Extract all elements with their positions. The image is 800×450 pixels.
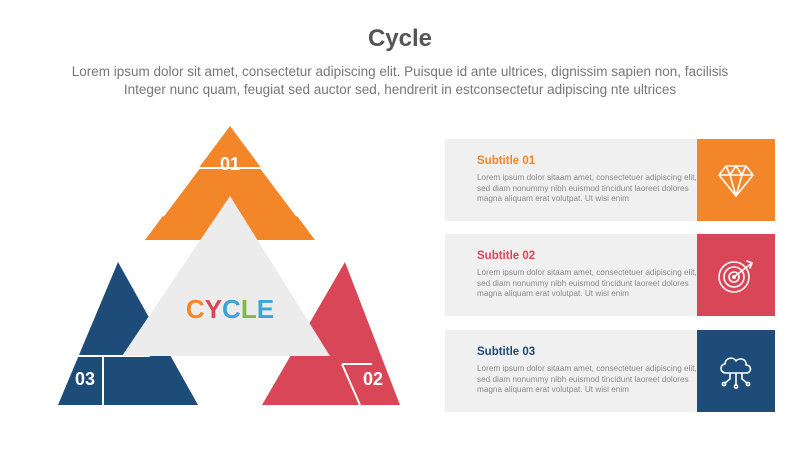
list-item-02: Subtitle 02 Lorem ipsum dolor sitaam ame… <box>445 234 775 316</box>
segment-02-divider <box>341 363 361 406</box>
segment-03 <box>58 262 198 405</box>
center-letter: Y <box>205 294 222 324</box>
center-triangle <box>122 196 330 356</box>
item-subtitle: Subtitle 01 <box>477 155 536 167</box>
segment-01 <box>145 126 315 240</box>
diamond-icon <box>718 165 754 197</box>
list-item-01: Subtitle 01 Lorem ipsum dolor sitaam ame… <box>445 139 775 221</box>
icon-tile <box>697 139 775 221</box>
segment-01-divider <box>162 167 200 217</box>
segment-01-divider <box>260 167 298 217</box>
icon-tile <box>697 330 775 412</box>
page-title: Cycle <box>367 25 433 52</box>
icon-tile <box>697 234 775 316</box>
item-subtitle: Subtitle 02 <box>477 250 536 262</box>
cycle-diagram: 01 02 03 CYCLE <box>58 126 400 406</box>
center-letter: E <box>257 294 274 324</box>
target-icon <box>718 260 754 293</box>
description-line-1: Lorem ipsum dolor sit amet, consectetur … <box>71 64 729 79</box>
description-line-2: Integer nunc quam, feugiat sed auctor se… <box>123 82 677 97</box>
center-letter: C <box>186 294 205 324</box>
segment-number-01: 01 <box>220 154 240 174</box>
segment-number-03: 03 <box>75 369 95 389</box>
item-text: Lorem ipsum dolor sitaam amet, consectet… <box>477 173 697 203</box>
item-subtitle: Subtitle 03 <box>477 346 536 358</box>
list-item-03: Subtitle 03 Lorem ipsum dolor sitaam ame… <box>445 330 775 412</box>
item-text: Lorem ipsum dolor sitaam amet, consectet… <box>477 364 697 394</box>
cloud-network-icon <box>720 357 752 389</box>
segment-02 <box>262 262 400 405</box>
center-letter: C <box>222 294 241 324</box>
center-letter: L <box>241 294 257 324</box>
center-label: CYCLE <box>186 294 274 324</box>
item-text: Lorem ipsum dolor sitaam amet, consectet… <box>477 268 697 298</box>
segment-number-02: 02 <box>363 369 383 389</box>
